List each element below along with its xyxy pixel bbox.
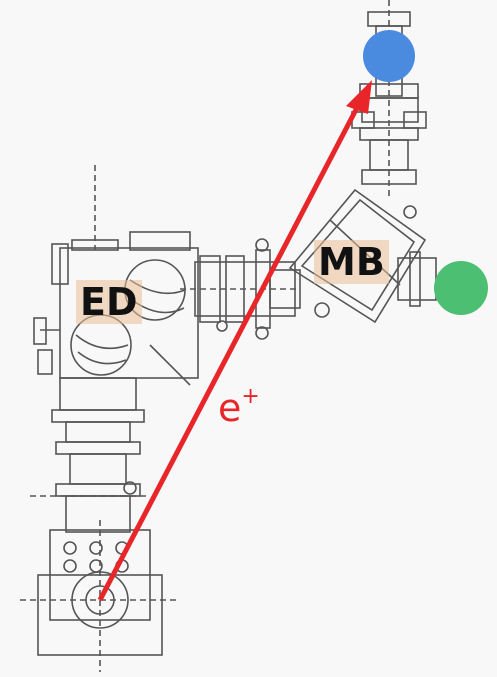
lower-column: [30, 377, 150, 533]
positron-charge: +: [241, 384, 260, 409]
horizontal-beamline: [180, 238, 301, 340]
blue-detector-icon: [363, 30, 415, 82]
ed-chamber: [33, 165, 199, 386]
positron-label: e+: [218, 384, 260, 430]
positron-beam-arrow-icon: [97, 80, 372, 602]
green-detector-icon: [434, 261, 488, 315]
ed-label: ED: [76, 280, 142, 324]
mb-label: MB: [314, 240, 389, 284]
